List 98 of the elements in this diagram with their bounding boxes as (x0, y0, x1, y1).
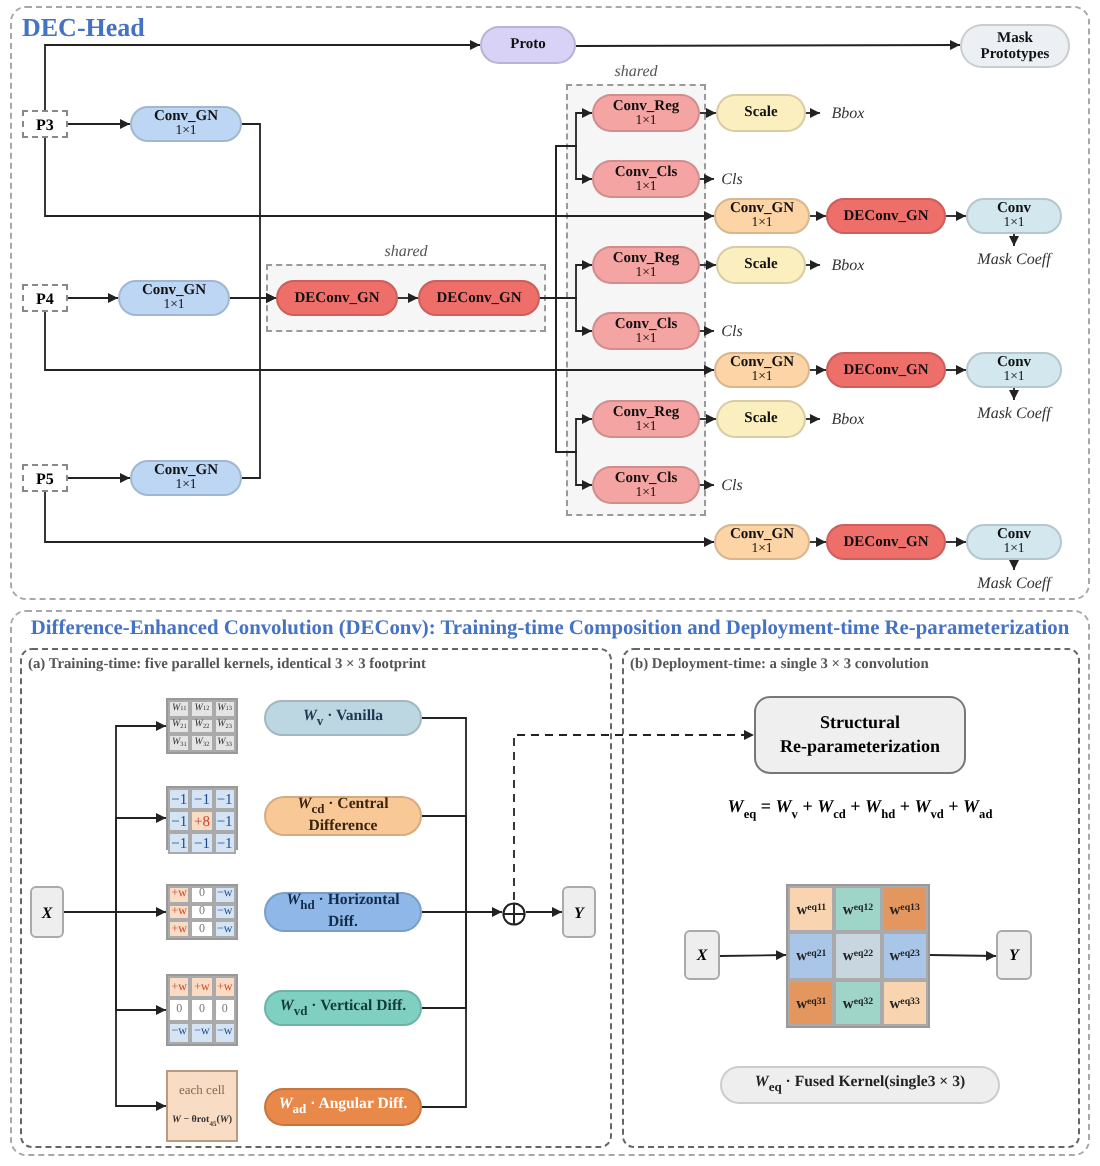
arrow (1009, 559, 1019, 571)
input-box: P4 (22, 284, 68, 312)
connector-line (421, 911, 503, 1108)
arrow (699, 108, 717, 118)
kernel-matrix (786, 884, 930, 1028)
process-pill (118, 280, 230, 316)
kernel-matrix (166, 1070, 238, 1142)
panel-title: DEC-Head (22, 12, 145, 44)
arrow (67, 473, 131, 483)
kernel-pill (264, 796, 422, 836)
tensor-box: Y (996, 930, 1032, 980)
arrow (805, 414, 821, 424)
arrow (809, 211, 827, 221)
output-label: Cls (714, 166, 750, 192)
arrow (1009, 387, 1019, 401)
process-pill (592, 94, 700, 132)
input-box: P3 (22, 110, 68, 138)
dashed-arrow (513, 730, 755, 901)
output-label: Mask Coeff (964, 570, 1064, 596)
arrow (945, 537, 967, 547)
process-pill (716, 246, 806, 284)
kernel-matrix (166, 884, 238, 940)
kernel-matrix (166, 786, 238, 850)
arrow (945, 211, 967, 221)
process-pill (966, 524, 1062, 560)
arrow (44, 491, 715, 547)
process-pill (592, 400, 700, 438)
process-pill (592, 160, 700, 198)
group-label: shared (384, 242, 428, 260)
arrow (241, 293, 277, 479)
output-label: Mask Coeff (964, 400, 1064, 426)
arrow (809, 365, 827, 375)
process-pill (592, 246, 700, 284)
process-pill (966, 198, 1062, 234)
arrow (421, 907, 503, 917)
process-pill (130, 106, 242, 142)
group-label: shared (614, 62, 658, 80)
output-label: Cls (714, 472, 750, 498)
arrow (67, 293, 119, 303)
arrow (525, 907, 563, 917)
process-pill (960, 24, 1070, 68)
subpanel-frame (622, 648, 1080, 1148)
panel-frame (10, 6, 1090, 600)
output-label: Cls (714, 318, 750, 344)
formula-text: W$_{eq}$ = W$_{v}$ + W$_{cd}$ + W$_{hd}$ + W$_{vd}$ + W$_{ad}$ (727, 796, 993, 822)
output-label: Bbox (820, 252, 876, 278)
subpanel-frame (20, 648, 612, 1148)
kernel-pill (720, 1066, 1000, 1104)
arrow (44, 311, 715, 375)
kernel-pill (264, 990, 422, 1026)
kernel-matrix (166, 698, 238, 754)
arrow (929, 950, 997, 961)
process-pill (716, 94, 806, 132)
arrow (44, 40, 481, 111)
process-pill (716, 400, 806, 438)
arrow (699, 326, 715, 336)
tensor-box: Y (562, 886, 596, 938)
arrow (397, 293, 419, 303)
tensor-box: X (684, 930, 720, 980)
tensor-box: X (30, 886, 64, 938)
arrow (575, 40, 961, 51)
kernel-matrix (166, 974, 238, 1046)
arrow (67, 119, 131, 129)
arrow (805, 108, 821, 118)
kernel-pill (264, 1088, 422, 1126)
process-pill (714, 198, 810, 234)
process-box: Structural Re-parameterization (754, 696, 966, 774)
arrow (805, 260, 821, 270)
arrow (809, 537, 827, 547)
arrow (699, 414, 717, 424)
sum-circle (502, 900, 526, 924)
process-pill (714, 352, 810, 388)
arrow (945, 365, 967, 375)
process-pill (826, 352, 946, 388)
process-pill (418, 280, 540, 316)
arrow (699, 174, 715, 184)
kernel-pill (264, 700, 422, 736)
input-box: P5 (22, 464, 68, 492)
process-pill (714, 524, 810, 560)
process-pill (276, 280, 398, 316)
arrow (719, 950, 787, 961)
panel-title: Difference-Enhanced Convolution (DEConv): Training-time Composition and Deployment-time Re-parameterization (30, 618, 1070, 640)
process-pill (592, 466, 700, 504)
output-label: Mask Coeff (964, 246, 1064, 272)
output-label: Bbox (820, 406, 876, 432)
panel-frame (10, 610, 1090, 1156)
process-pill (966, 352, 1062, 388)
output-label: Bbox (820, 100, 876, 126)
arrow (699, 480, 715, 490)
process-pill (826, 524, 946, 560)
process-pill (592, 312, 700, 350)
process-pill (130, 460, 242, 496)
arrow (699, 260, 717, 270)
kernel-pill (264, 892, 422, 932)
arrow (1009, 233, 1019, 247)
arrow (44, 137, 715, 221)
process-pill (826, 198, 946, 234)
process-pill (480, 26, 576, 64)
